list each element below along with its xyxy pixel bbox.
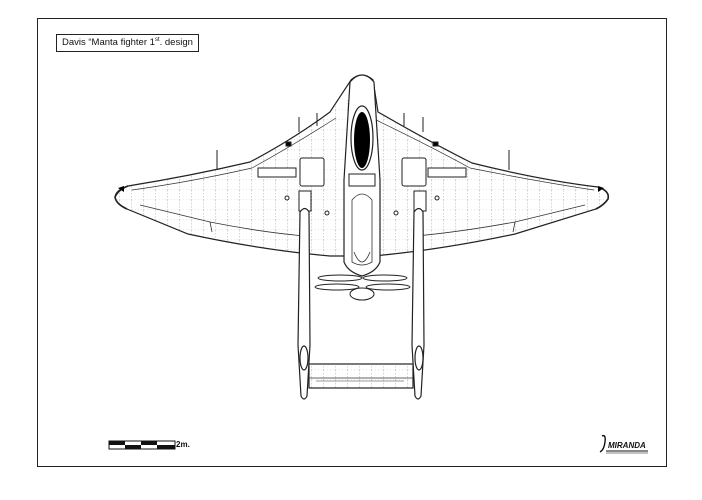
scale-bar bbox=[108, 440, 176, 450]
scale-bar-label: 2m. bbox=[176, 440, 190, 449]
svg-text:MIRANDA: MIRANDA bbox=[608, 441, 646, 450]
antenna-masts bbox=[216, 113, 510, 170]
tail-booms bbox=[297, 207, 425, 400]
propeller bbox=[314, 274, 411, 301]
drawing-frame bbox=[37, 18, 667, 467]
title-superscript: st bbox=[154, 37, 160, 43]
author-logo: MIRANDA bbox=[599, 434, 648, 454]
tailplane bbox=[308, 363, 414, 389]
title-suffix: . design bbox=[159, 37, 193, 49]
wing-hatches bbox=[257, 157, 467, 216]
title-prefix: Davis “Manta fighter 1 bbox=[62, 37, 155, 49]
drawing-title: Davis “Manta fighter 1st. design bbox=[56, 34, 199, 53]
fuselage bbox=[343, 74, 381, 277]
